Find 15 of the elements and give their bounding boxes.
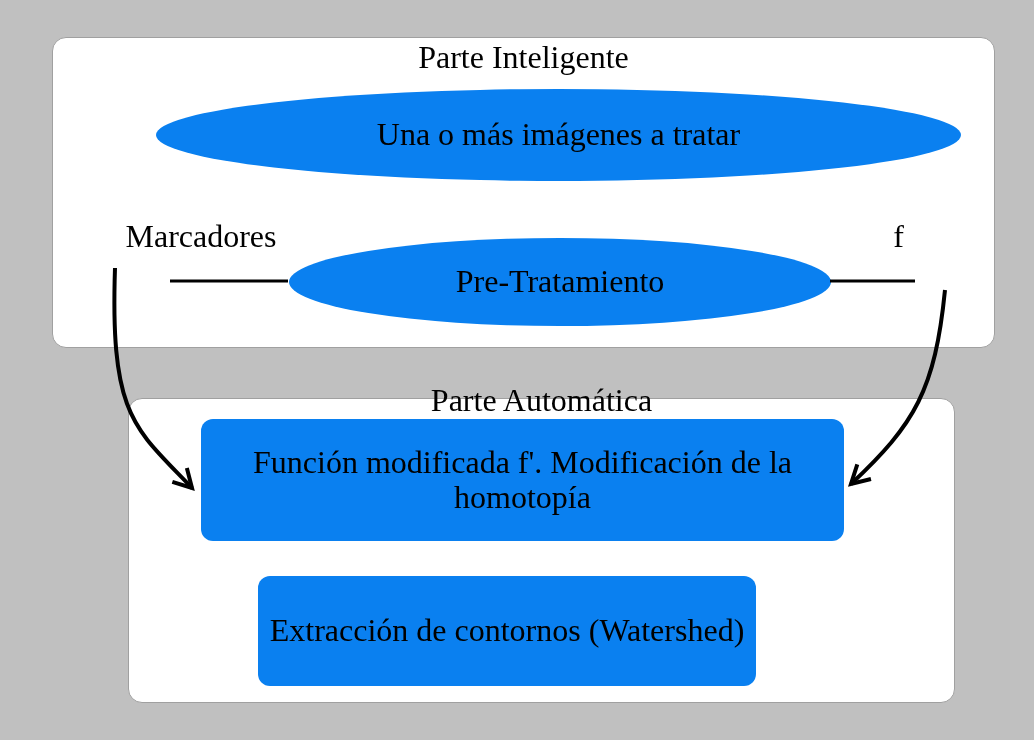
process-box [258, 576, 756, 686]
node-label: Extracción de contornos (Watershed) [269, 613, 745, 649]
connector-line [170, 279, 288, 283]
text-label: f [893, 219, 904, 255]
panel-heading: Parte Inteligente [417, 40, 630, 76]
text-label: Marcadores [125, 219, 277, 255]
curved-arrow [849, 289, 947, 486]
group-panel [52, 37, 995, 348]
curved-arrow [112, 267, 194, 490]
node-label: Una o más imágenes a tratar [376, 117, 741, 153]
node-label: Función modificada f'. Modificación de la homotopía [252, 444, 793, 516]
node-label: Pre-Tratamiento [455, 264, 665, 300]
process-box [201, 419, 844, 541]
connector-line [830, 279, 915, 283]
panel-heading: Parte Automática [429, 383, 654, 419]
